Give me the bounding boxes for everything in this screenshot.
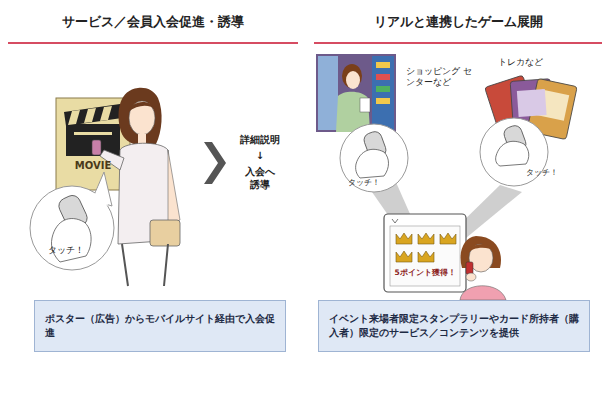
header-rule xyxy=(314,42,602,44)
poster-text: MOVIE xyxy=(62,160,124,173)
shopping-scene xyxy=(316,54,396,132)
header-rule xyxy=(8,42,298,44)
screen-text: 5ポイント獲得！ xyxy=(390,268,460,277)
touch-label: タッチ！ xyxy=(348,178,402,188)
flow-step: 入会へ 誘導 xyxy=(244,166,277,191)
phone-screen xyxy=(384,214,466,292)
woman-figure xyxy=(460,236,506,300)
box-text: イベント来場者限定スタンプラリーやカード所持者（購入者）限定のサービス／コンテン… xyxy=(329,312,579,341)
scene-label: トレカなど xyxy=(498,57,568,68)
description-box: ポスター（広告）からモバイルサイト経由で入会促進 xyxy=(34,300,286,352)
flow-step: 詳細説明 xyxy=(228,134,292,147)
flow-arrow: ↓ xyxy=(228,150,292,163)
touch-callout xyxy=(30,172,114,270)
scene-label: ショッピング センターなど xyxy=(406,66,478,89)
description-box: イベント来場者限定スタンプラリーやカード所持者（購入者）限定のサービス／コンテン… xyxy=(318,300,590,352)
chevron-arrow xyxy=(204,142,226,184)
touch-label: タッチ！ xyxy=(48,245,108,256)
touch-callout xyxy=(340,124,408,192)
box-text: ポスター（広告）からモバイルサイト経由で入会促進 xyxy=(45,312,275,341)
column-heading: サービス／会員入会促進・誘導 xyxy=(8,14,298,30)
column-heading: リアルと連携したゲーム展開 xyxy=(314,14,602,30)
woman-figure xyxy=(92,88,180,286)
touch-label: タッチ！ xyxy=(526,168,580,178)
